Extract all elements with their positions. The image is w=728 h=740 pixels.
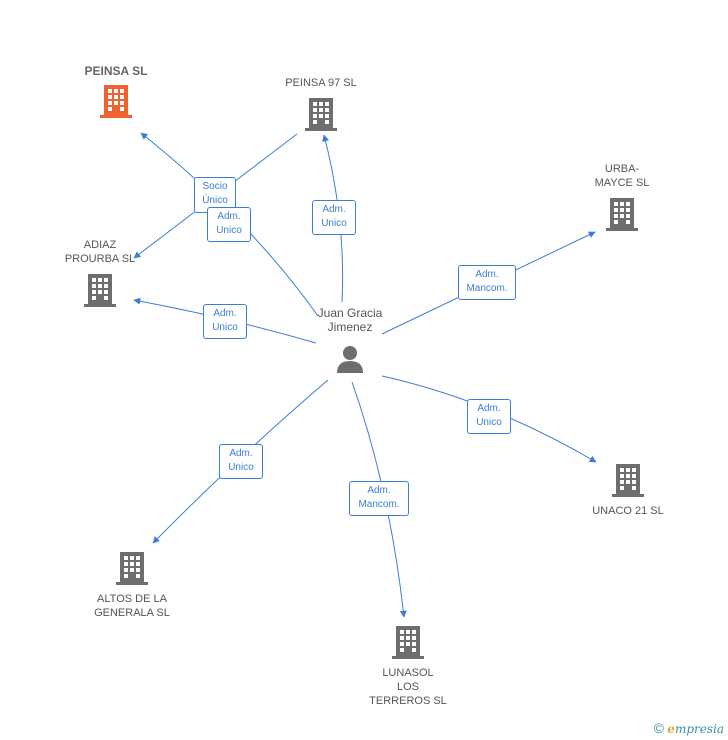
relation-adm-mancom-lunasol[interactable]: Adm. Mancom. bbox=[349, 481, 409, 516]
company-label: PEINSA 97 SL bbox=[285, 77, 357, 89]
copyright-icon: © bbox=[653, 720, 664, 736]
company-label: PEINSA SL bbox=[84, 64, 148, 78]
company-lunasol[interactable]: LUNASOL LOS TERREROS SL bbox=[358, 624, 458, 708]
company-altos[interactable]: ALTOS DE LA GENERALA SL bbox=[80, 550, 184, 620]
company-adiaz[interactable]: ADIAZ PROURBA SL bbox=[50, 238, 150, 308]
person-icon bbox=[337, 346, 363, 373]
building-icon bbox=[116, 552, 148, 585]
company-label: ADIAZ PROURBA SL bbox=[64, 239, 136, 265]
relation-adm-unico-altos[interactable]: Adm. Unico bbox=[219, 444, 263, 479]
person-label: Juan Gracia Jimenez bbox=[317, 306, 383, 334]
building-icon bbox=[612, 464, 644, 497]
company-label: ALTOS DE LA GENERALA SL bbox=[94, 593, 170, 619]
relation-adm-unico-unaco[interactable]: Adm. Unico bbox=[467, 399, 511, 434]
company-peinsa[interactable]: PEINSA SL bbox=[66, 64, 166, 119]
company-peinsa97[interactable]: PEINSA 97 SL bbox=[271, 76, 371, 132]
company-urbamayce[interactable]: URBA- MAYCE SL bbox=[572, 162, 672, 232]
building-icon bbox=[100, 85, 132, 118]
company-unaco[interactable]: UNACO 21 SL bbox=[578, 462, 678, 518]
relation-adm-mancom-urba[interactable]: Adm. Mancom. bbox=[458, 265, 516, 300]
relation-adm-unico-peinsa97[interactable]: Adm. Unico bbox=[312, 200, 356, 235]
building-icon bbox=[392, 626, 424, 659]
relation-adm-unico-peinsa[interactable]: Adm. Unico bbox=[207, 207, 251, 242]
building-icon bbox=[84, 274, 116, 307]
company-label: URBA- MAYCE SL bbox=[594, 163, 650, 189]
company-label: UNACO 21 SL bbox=[592, 505, 664, 517]
building-icon bbox=[606, 198, 638, 231]
relation-adm-unico-adiaz[interactable]: Adm. Unico bbox=[203, 304, 247, 339]
company-label: LUNASOL LOS TERREROS SL bbox=[369, 667, 447, 707]
brand-footer: © empresia bbox=[654, 720, 724, 736]
person-juan-gracia[interactable]: Juan Gracia Jimenez bbox=[300, 306, 400, 377]
brand-logo: empresia bbox=[667, 722, 724, 736]
building-icon bbox=[305, 98, 337, 131]
